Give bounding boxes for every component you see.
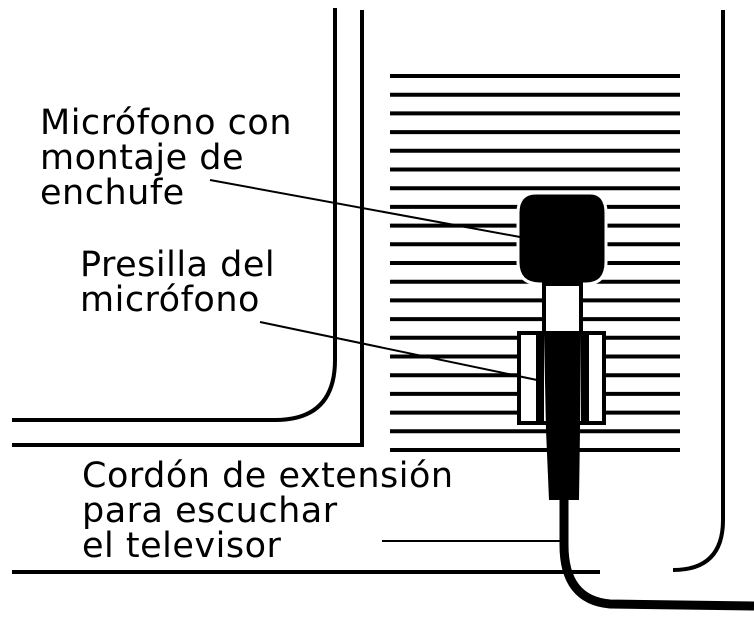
cord-label-line-2: para escuchar	[82, 491, 338, 531]
clip-label-line-1: Presilla del	[80, 245, 276, 285]
cabinet-inner-line	[12, 8, 337, 422]
clip-label-line-2: micrófono	[80, 280, 260, 320]
cord-label: Cordón de extensión para escuchar el tel…	[82, 459, 454, 564]
microphone-label: Micrófono con montaje de enchufe	[40, 106, 292, 211]
cord-label-line-1: Cordón de extensión	[82, 456, 454, 496]
leader-line-clip	[259, 321, 538, 381]
microphone-label-line-3: enchufe	[40, 173, 185, 213]
microphone-label-line-1: Micrófono con	[40, 103, 292, 143]
leader-line-microphone	[209, 179, 521, 238]
cord-label-line-3: el televisor	[82, 526, 282, 566]
microphone-body	[544, 333, 581, 500]
microphone-head	[516, 191, 608, 286]
tv-side-edge	[672, 10, 725, 572]
cabinet-outline	[12, 8, 364, 447]
microphone-clip-band-right	[581, 333, 589, 423]
clip-label: Presilla del micrófono	[80, 248, 275, 318]
microphone-label-line-2: montaje de	[40, 138, 244, 178]
microphone-neck	[542, 282, 583, 338]
cabinet-outer-line	[12, 10, 364, 447]
leader-lines	[209, 179, 560, 542]
microphone-clip-band-left	[536, 333, 544, 423]
extension-cord	[559, 498, 754, 611]
